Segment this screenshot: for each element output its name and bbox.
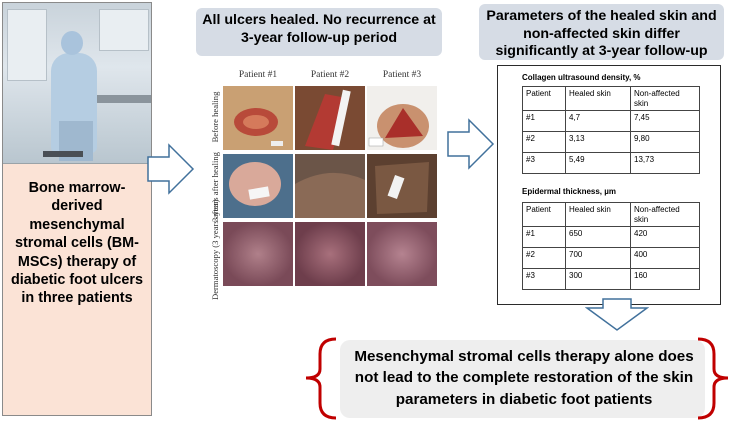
table-cell: 13,73 xyxy=(630,152,700,174)
row-label-before-healing: Before healing xyxy=(210,91,220,143)
right-arrow-icon xyxy=(147,143,195,195)
table-cell: 7,45 xyxy=(630,110,700,132)
table-row: Patient Healed skin Non-affected skin xyxy=(522,86,700,111)
right-header: Parameters of the healed skin and non-af… xyxy=(479,4,724,60)
right-brace-icon xyxy=(697,337,729,420)
photo-patient-2-dermatoscopy xyxy=(295,222,365,286)
table-cell: 3,13 xyxy=(565,131,631,153)
table-cell: #2 xyxy=(522,247,566,269)
column-label-patient-3: Patient #3 xyxy=(382,70,422,80)
table-cell: 5,49 xyxy=(565,152,631,174)
photo-patient-3-before xyxy=(367,86,437,150)
photo-patient-2-after xyxy=(295,154,365,218)
left-panel-text: Bone marrow-derived mesenchymal stromal … xyxy=(11,180,143,307)
table-cell: 700 xyxy=(565,247,631,269)
table-row: #3 5,49 13,73 xyxy=(522,152,700,174)
table-epidermal-title: Epidermal thickness, µm xyxy=(522,187,616,196)
table-cell: #3 xyxy=(522,268,566,290)
row-label-dermatoscopy: Dermatoscopy (3 years after) xyxy=(210,199,220,300)
conclusion-text: Mesenchymal stromal cells therapy alone … xyxy=(354,348,694,408)
column-label-patient-2: Patient #2 xyxy=(310,70,350,80)
table-header: Healed skin xyxy=(565,202,631,227)
table-collagen: Patient Healed skin Non-affected skin #1… xyxy=(522,86,700,174)
photo-patient-3-dermatoscopy xyxy=(367,222,437,286)
table-cell: #1 xyxy=(522,110,566,132)
table-header: Healed skin xyxy=(565,86,631,111)
left-brace-icon xyxy=(305,337,337,420)
photo-patient-1-after xyxy=(223,154,293,218)
table-cell: 160 xyxy=(630,268,700,290)
table-header: Patient xyxy=(522,202,566,227)
photo-patient-1-dermatoscopy xyxy=(223,222,293,286)
table-cell: 400 xyxy=(630,247,700,269)
table-cell: #1 xyxy=(522,226,566,248)
photo-patient-2-before xyxy=(295,86,365,150)
down-arrow-icon xyxy=(585,298,649,331)
conclusion-box xyxy=(340,340,705,418)
right-arrow-icon-2 xyxy=(447,118,495,170)
table-row: #2 700 400 xyxy=(522,247,700,269)
table-row: #3 300 160 xyxy=(522,268,700,290)
table-cell: #2 xyxy=(522,131,566,153)
table-cell: 9,80 xyxy=(630,131,700,153)
table-collagen-title: Collagen ultrasound density, % xyxy=(522,73,641,82)
table-epidermal: Patient Healed skin Non-affected skin #1… xyxy=(522,202,700,290)
table-cell: 650 xyxy=(565,226,631,248)
table-cell: 300 xyxy=(565,268,631,290)
photo-patient-1-before xyxy=(223,86,293,150)
table-row: #2 3,13 9,80 xyxy=(522,131,700,153)
lab-photo xyxy=(3,3,151,164)
table-row: #1 4,7 7,45 xyxy=(522,110,700,132)
table-header: Patient xyxy=(522,86,566,111)
tables-panel: Collagen ultrasound density, % Patient H… xyxy=(497,65,721,305)
table-row: #1 650 420 xyxy=(522,226,700,248)
table-cell: 4,7 xyxy=(565,110,631,132)
table-header: Non-affected skin xyxy=(630,86,700,111)
table-row: Patient Healed skin Non-affected skin xyxy=(522,202,700,227)
photo-patient-3-after xyxy=(367,154,437,218)
table-header: Non-affected skin xyxy=(630,202,700,227)
center-header: All ulcers healed. No recurrence at 3-ye… xyxy=(196,8,442,56)
column-label-patient-1: Patient #1 xyxy=(238,70,278,80)
left-panel: Bone marrow-derived mesenchymal stromal … xyxy=(2,2,152,416)
table-cell: 420 xyxy=(630,226,700,248)
table-cell: #3 xyxy=(522,152,566,174)
